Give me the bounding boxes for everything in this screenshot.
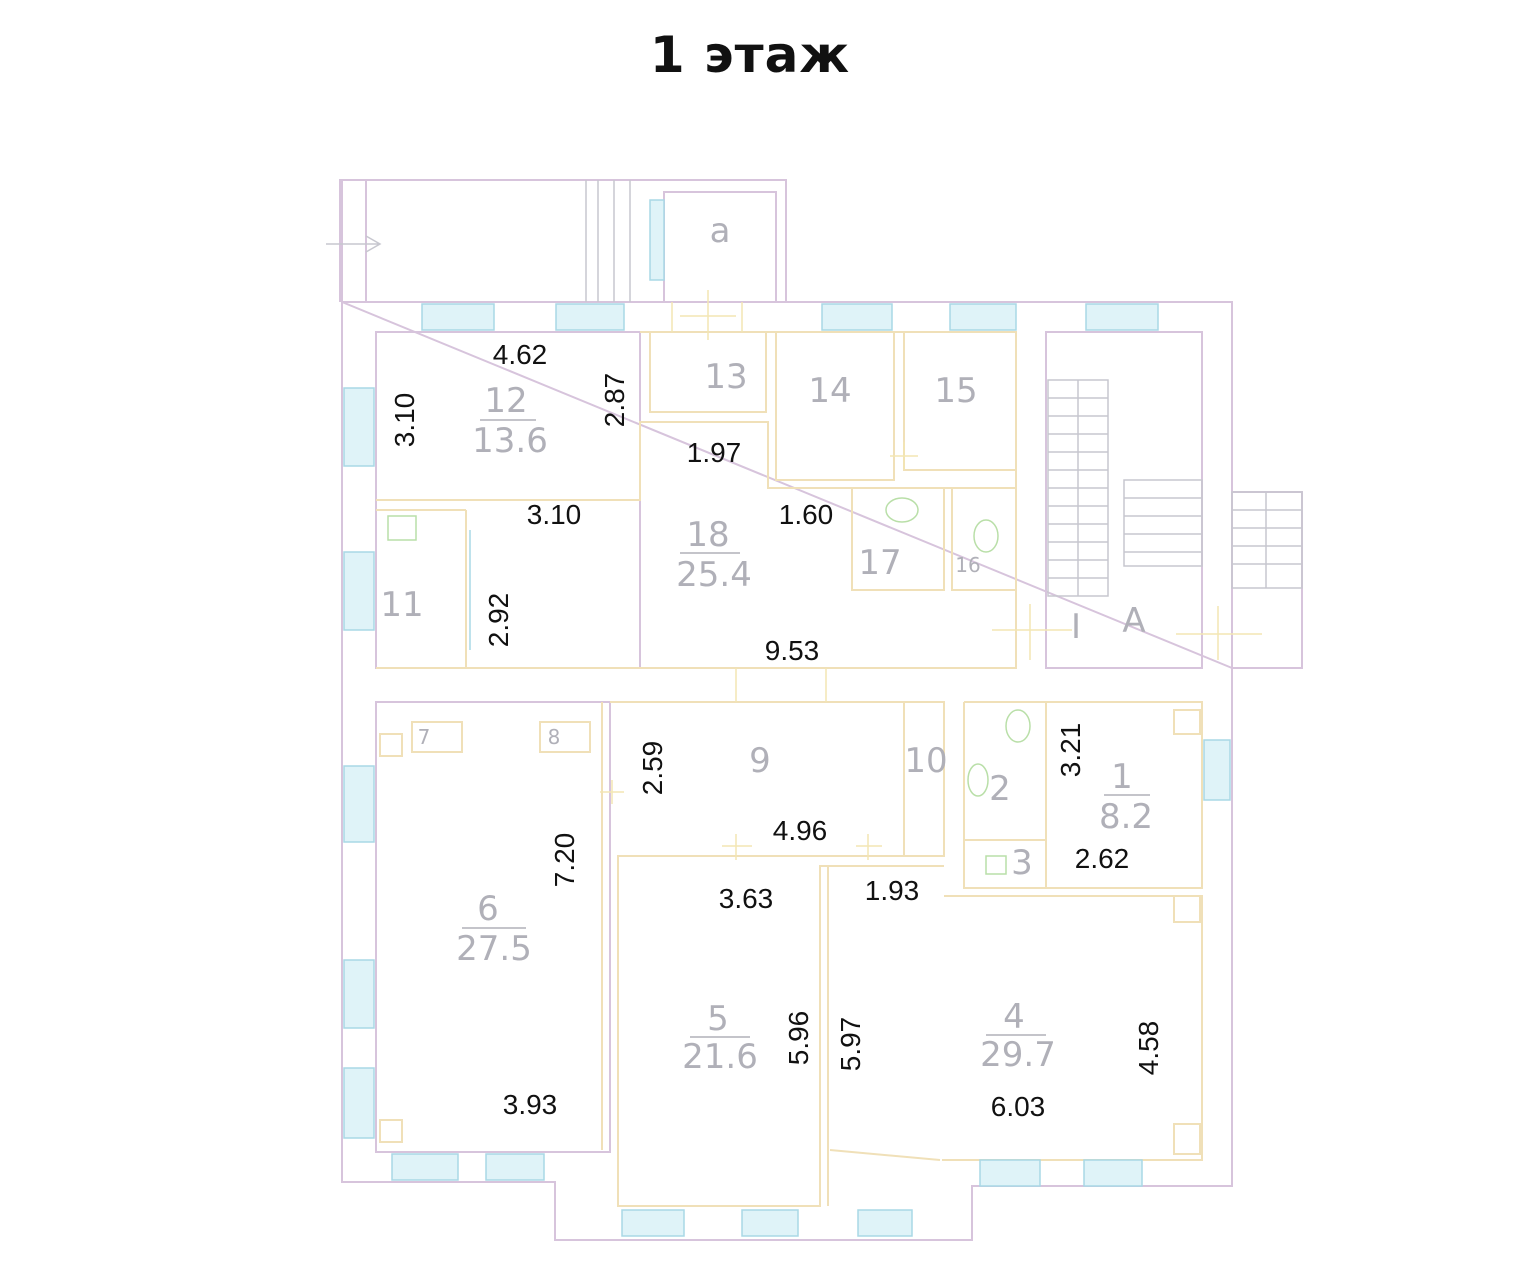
stairs <box>326 180 1303 597</box>
room-number: 15 <box>934 371 977 411</box>
room-number: 14 <box>808 371 851 411</box>
room-number: 16 <box>955 553 980 577</box>
room-number: 6 <box>477 889 499 929</box>
room-area: 25.4 <box>676 555 752 595</box>
room-number: 12 <box>484 381 527 421</box>
room-number: 2 <box>989 769 1011 809</box>
room-number: 10 <box>904 741 947 781</box>
room-area: 8.2 <box>1099 797 1153 837</box>
room-number: 5 <box>707 999 729 1039</box>
room-number: 11 <box>380 585 423 625</box>
room-number: 7 <box>418 725 431 749</box>
dimension-label: 2.59 <box>637 741 668 796</box>
floor-title: 1 этаж <box>649 26 851 84</box>
dimension-label: 1.60 <box>779 499 834 530</box>
room-number: 4 <box>1003 997 1025 1037</box>
dimension-label: 1.93 <box>865 875 920 906</box>
dimension-label: 3.10 <box>389 393 420 448</box>
room-area: 27.5 <box>456 929 532 969</box>
dimension-label: 2.92 <box>483 593 514 648</box>
room-number: I <box>1071 607 1081 647</box>
dimension-label: 3.21 <box>1055 723 1086 778</box>
dimension-label: 5.97 <box>835 1017 866 1072</box>
room-labels: 12 13.6 18 25.4 6 27.5 5 21.6 4 29.7 1 8… <box>380 211 1153 1077</box>
dimension-label: 3.10 <box>527 499 582 530</box>
dimension-label: 5.96 <box>783 1011 814 1066</box>
room-number: 18 <box>686 515 729 555</box>
dimension-label: 9.53 <box>765 635 820 666</box>
sanitary-fixtures <box>379 497 1201 1155</box>
dimension-label: 2.87 <box>599 373 630 428</box>
room-number: A <box>1122 601 1145 641</box>
room-number: 8 <box>548 725 561 749</box>
room-number: 17 <box>858 543 901 583</box>
interior-walls <box>376 331 1203 1207</box>
doors <box>600 290 1262 860</box>
room-area: 29.7 <box>980 1035 1056 1075</box>
room-number: 9 <box>749 741 771 781</box>
dimension-label: 6.03 <box>991 1091 1046 1122</box>
dimension-labels: 4.62 3.10 2.87 1.97 3.10 1.60 2.92 9.53 … <box>389 339 1164 1122</box>
room-area: 13.6 <box>472 421 548 461</box>
dimension-label: 3.93 <box>503 1089 558 1120</box>
room-number: 3 <box>1011 843 1033 883</box>
room-number: 1 <box>1111 757 1133 797</box>
windows <box>343 199 1231 1237</box>
dimension-label: 7.20 <box>549 833 580 888</box>
dimension-label: 1.97 <box>687 437 742 468</box>
dimension-label: 4.62 <box>493 339 548 370</box>
dimension-label: 4.58 <box>1133 1021 1164 1076</box>
room-number: a <box>710 211 731 251</box>
dimension-label: 3.63 <box>719 883 774 914</box>
room-area: 21.6 <box>682 1037 758 1077</box>
dimension-label: 4.96 <box>773 815 828 846</box>
dimension-label: 2.62 <box>1075 843 1130 874</box>
room-number: 13 <box>704 357 747 397</box>
